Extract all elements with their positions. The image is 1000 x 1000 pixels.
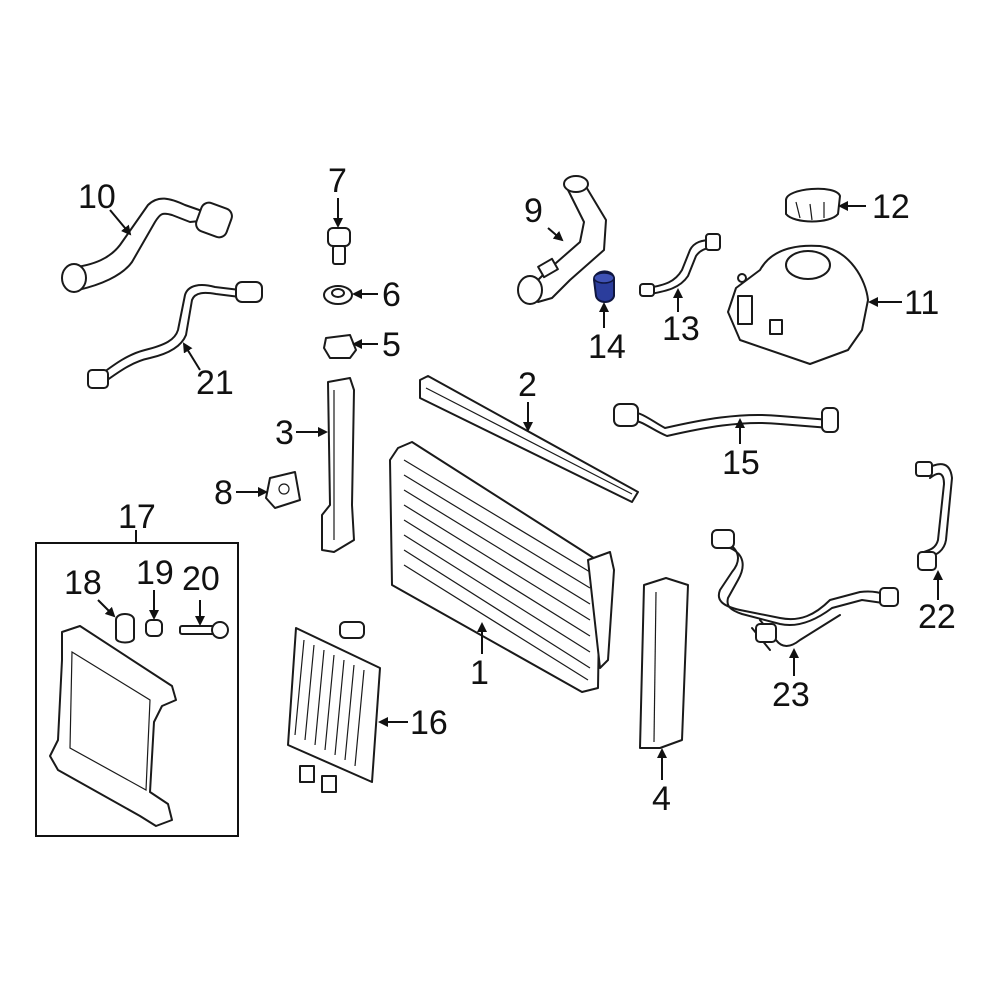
callout-7: 7 xyxy=(328,162,347,200)
callout-16: 16 xyxy=(410,704,448,742)
auxiliary-radiator-part[interactable] xyxy=(287,621,381,793)
leader-lines xyxy=(97,198,943,780)
callout-18: 18 xyxy=(64,564,102,602)
callout-labels: 1 2 3 4 5 6 7 8 9 10 11 12 13 14 15 16 1… xyxy=(64,162,956,818)
callout-12: 12 xyxy=(872,188,910,226)
left-air-deflector-part[interactable] xyxy=(321,377,355,553)
callout-13: 13 xyxy=(662,310,700,348)
callout-11: 11 xyxy=(904,284,939,322)
spacer-part[interactable] xyxy=(145,619,163,637)
callout-10: 10 xyxy=(78,178,116,216)
expansion-tank-part[interactable] xyxy=(727,244,869,365)
radiator-seal-strip-part[interactable] xyxy=(419,375,639,503)
coolant-hose-assembly-part[interactable] xyxy=(711,529,899,651)
mounting-bolt-part[interactable] xyxy=(179,621,229,639)
coolant-return-hose-part[interactable] xyxy=(915,461,953,571)
hose-clamp-part-highlighted[interactable] xyxy=(592,270,615,303)
bolt-part[interactable] xyxy=(327,227,351,265)
upper-radiator-hose-part[interactable] xyxy=(61,197,234,293)
grommet-part[interactable] xyxy=(323,334,357,359)
expansion-tank-cap-part[interactable] xyxy=(785,187,841,223)
vent-line-part[interactable] xyxy=(639,233,721,297)
callout-1: 1 xyxy=(470,654,489,692)
callout-6: 6 xyxy=(382,276,401,314)
small-coolant-hose-part[interactable] xyxy=(87,281,263,389)
callout-15: 15 xyxy=(722,444,760,482)
callout-3: 3 xyxy=(275,414,294,452)
callout-9: 9 xyxy=(524,192,543,230)
callout-22: 22 xyxy=(918,598,956,636)
rubber-mount-part[interactable] xyxy=(115,613,135,644)
radiator-part[interactable] xyxy=(389,441,615,693)
coolant-pipe-part[interactable] xyxy=(613,403,839,437)
callout-21: 21 xyxy=(196,364,234,402)
radiator-inlet-hose-part[interactable] xyxy=(517,175,607,305)
callout-20: 20 xyxy=(182,560,220,598)
callout-2: 2 xyxy=(518,366,537,404)
callout-14: 14 xyxy=(588,328,626,366)
mount-bracket-part[interactable] xyxy=(265,471,301,509)
radiator-frame-part[interactable] xyxy=(49,625,177,827)
callout-19: 19 xyxy=(136,554,174,592)
callout-5: 5 xyxy=(382,326,401,364)
callout-17: 17 xyxy=(118,498,156,536)
washer-nut-part[interactable] xyxy=(323,285,353,305)
callout-4: 4 xyxy=(652,780,671,818)
right-air-deflector-part[interactable] xyxy=(639,577,689,749)
callout-23: 23 xyxy=(772,676,810,714)
callout-8: 8 xyxy=(214,474,233,512)
